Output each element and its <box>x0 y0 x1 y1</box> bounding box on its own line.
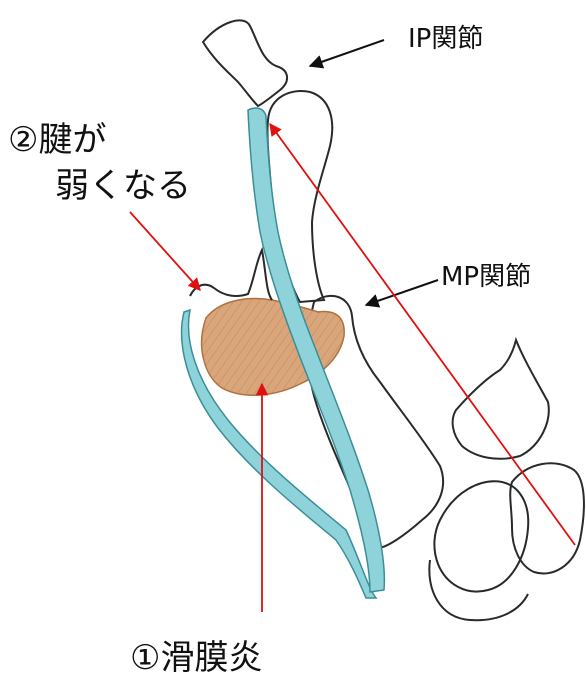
ip-joint-label: IP関節 <box>408 18 483 55</box>
tendon-weakens-arrow <box>130 212 200 290</box>
carpal-bone-trapezium <box>434 481 528 591</box>
distal-phalanx-bone <box>203 20 287 106</box>
mp-joint-label: MP関節 <box>441 256 531 293</box>
ip-joint-arrow <box>310 40 384 66</box>
joint-capsule-outline <box>190 250 272 300</box>
mp-joint-arrow <box>366 280 438 305</box>
synovitis-label: ①滑膜炎 <box>130 630 262 679</box>
tendon-weakens-label-line2: 弱くなる <box>55 158 191 207</box>
carpal-bone-lower <box>429 560 528 620</box>
tendon-weakens-label-line1: ②腱が <box>8 112 106 161</box>
